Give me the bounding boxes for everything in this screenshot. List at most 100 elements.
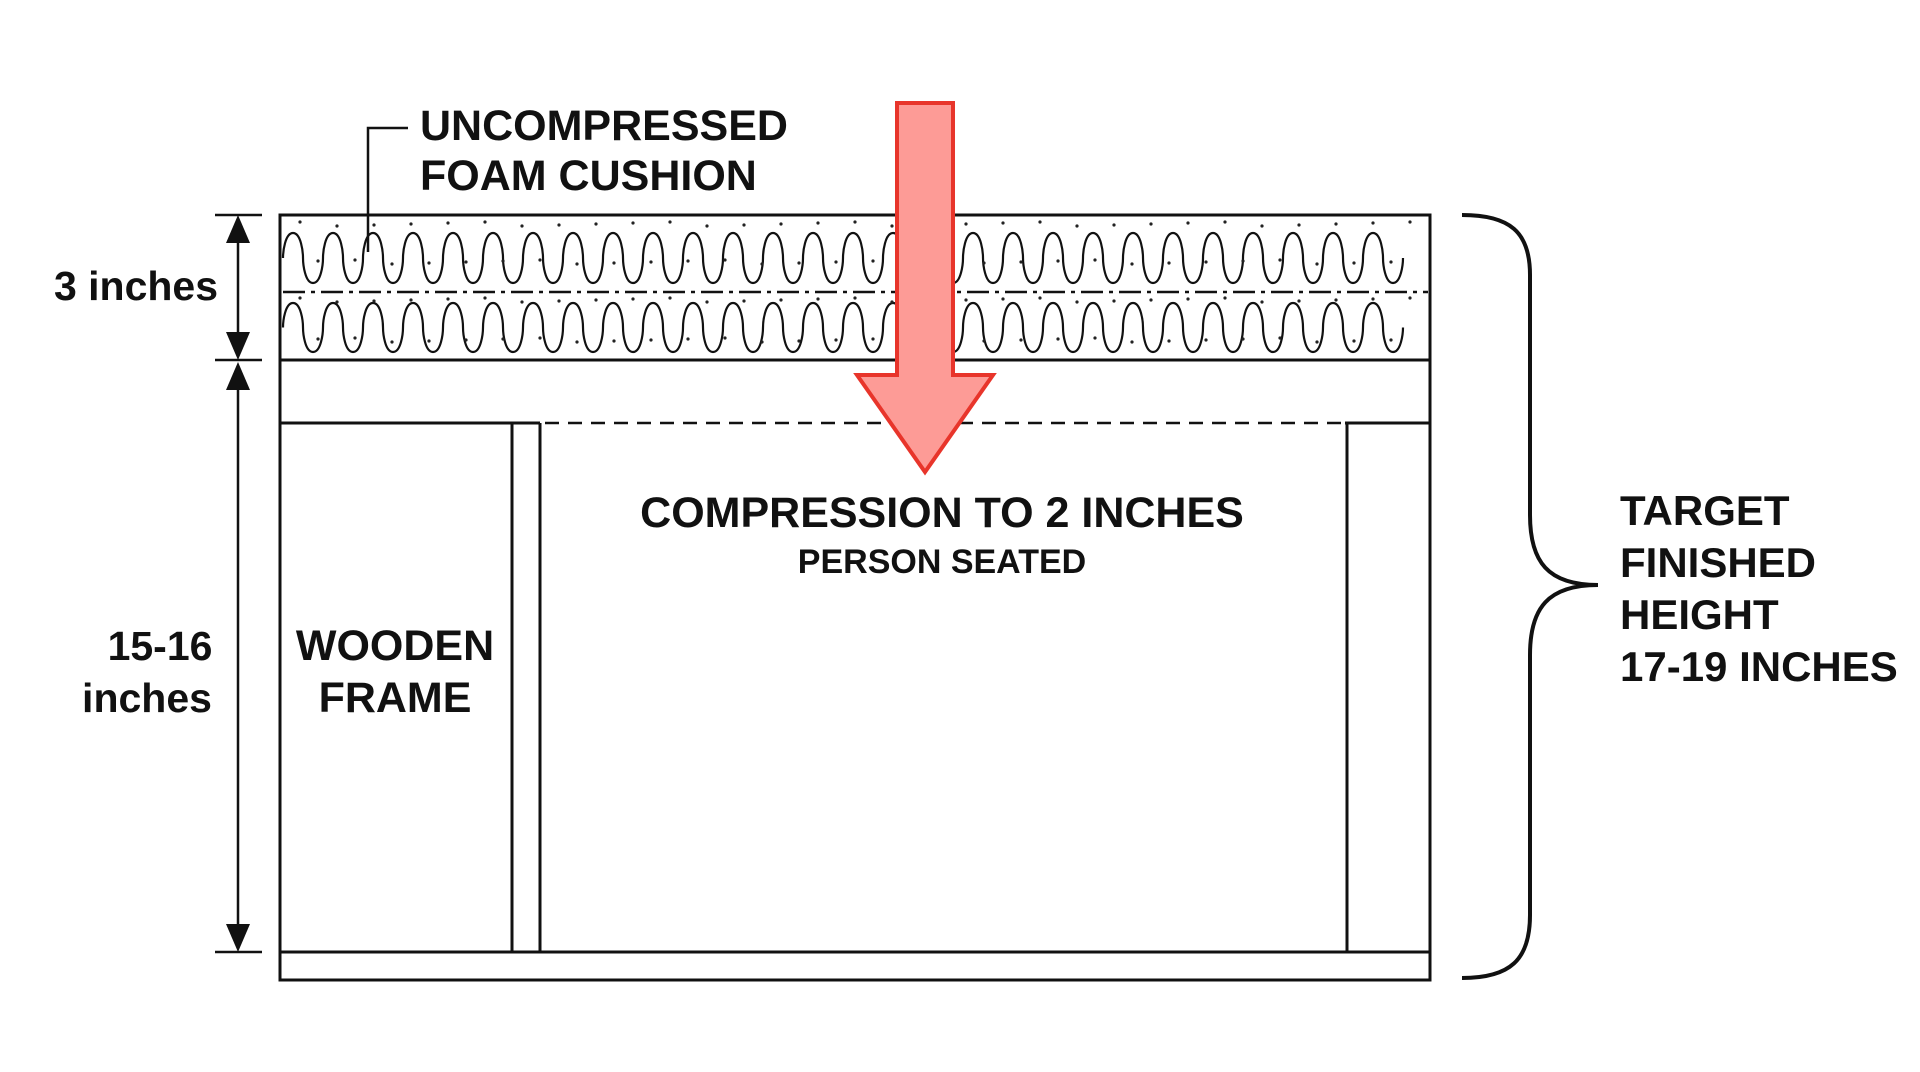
foam-dot <box>1352 339 1356 343</box>
foam-dot <box>890 224 894 228</box>
foam-dot <box>1260 224 1264 228</box>
foam-cushion <box>278 213 1432 362</box>
frame-dim-arrow-down-icon <box>226 924 250 952</box>
foam-dot <box>890 300 894 304</box>
foam-dot <box>538 336 542 340</box>
wooden-frame-label-line1: WOODEN <box>296 622 494 670</box>
foam-dot <box>1149 298 1153 302</box>
foam-dot <box>723 258 727 262</box>
foam-dot <box>409 298 413 302</box>
foam-dot <box>1297 299 1301 303</box>
foam-dot <box>353 336 357 340</box>
foam-dot <box>335 300 339 304</box>
foam-dot <box>964 298 968 302</box>
foam-dot <box>705 300 709 304</box>
foam-dot <box>446 221 450 225</box>
foam-dot <box>1019 338 1023 342</box>
foam-dot <box>816 221 820 225</box>
foam-dot <box>1038 296 1042 300</box>
foam-dot <box>1186 297 1190 301</box>
target-label-line3: HEIGHT <box>1620 591 1779 638</box>
foam-dot <box>446 297 450 301</box>
frame-height-dimension <box>215 362 262 954</box>
foam-dot <box>298 296 302 300</box>
foam-dot <box>1315 262 1319 266</box>
foam-dot <box>353 258 357 262</box>
total-height-brace <box>1461 213 1599 980</box>
foam-dot <box>1371 221 1375 225</box>
foam-dot <box>1389 338 1393 342</box>
target-label-line1: TARGET <box>1620 487 1790 534</box>
foam-dot <box>1093 336 1097 340</box>
foam-dot <box>1001 221 1005 225</box>
foam-dot <box>501 259 505 263</box>
foam-dot <box>1038 220 1042 224</box>
foam-dot <box>1204 260 1208 264</box>
foam-dot <box>1001 297 1005 301</box>
foam-dot <box>853 220 857 224</box>
foam-dot <box>1315 340 1319 344</box>
foam-dot <box>1334 298 1338 302</box>
foam-dot <box>1241 259 1245 263</box>
foam-dot <box>1075 224 1079 228</box>
foam-dot <box>1186 221 1190 225</box>
foam-dot <box>1241 337 1245 341</box>
compression-title: COMPRESSION TO 2 INCHES <box>640 489 1244 537</box>
foam-dot <box>1223 296 1227 300</box>
foam-dot <box>1408 220 1412 224</box>
foam-dot <box>335 224 339 228</box>
compression-subtitle: PERSON SEATED <box>798 543 1086 581</box>
foam-dot <box>871 259 875 263</box>
foam-dot <box>1112 223 1116 227</box>
foam-dot <box>1019 260 1023 264</box>
frame-height-label-line1: 15-16 <box>108 623 213 669</box>
foam-dot <box>1075 300 1079 304</box>
foam-dot <box>1130 262 1134 266</box>
wooden-frame <box>278 358 1432 982</box>
foam-label-leader-line <box>366 126 408 252</box>
foam-dot <box>612 261 616 265</box>
foam-dot <box>594 298 598 302</box>
foam-dot <box>390 340 394 344</box>
foam-dot <box>316 337 320 341</box>
foam-cushion-outline <box>278 213 1432 362</box>
foam-dot <box>594 222 598 226</box>
foam-dot <box>557 223 561 227</box>
foam-dot <box>1149 222 1153 226</box>
target-label-line4: 17-19 INCHES <box>1620 643 1898 690</box>
foam-dot <box>1223 220 1227 224</box>
wooden-frame-label-line2: FRAME <box>319 674 472 722</box>
foam-dot <box>871 337 875 341</box>
foam-label-line2: FOAM CUSHION <box>420 152 757 200</box>
foam-dot <box>612 339 616 343</box>
foam-dot <box>982 339 986 343</box>
frame-outline <box>278 358 1432 982</box>
foam-dot <box>464 260 468 264</box>
foam-dot <box>557 299 561 303</box>
foam-dot <box>723 336 727 340</box>
foam-label-line1: UNCOMPRESSED <box>420 102 788 150</box>
target-label-line2: FINISHED <box>1620 539 1816 586</box>
foam-dot <box>834 260 838 264</box>
foam-dot <box>372 223 376 227</box>
foam-dot <box>649 260 653 264</box>
foam-dot <box>686 337 690 341</box>
foam-dot <box>797 339 801 343</box>
foam-dot <box>1297 223 1301 227</box>
foam-dot <box>1334 222 1338 226</box>
foam-dot <box>760 262 764 266</box>
foam-dot <box>649 338 653 342</box>
foam-dot <box>779 298 783 302</box>
frame-dim-arrow-up-icon <box>226 362 250 390</box>
foam-dot <box>1204 338 1208 342</box>
foam-dot <box>705 224 709 228</box>
foam-dot <box>427 261 431 265</box>
foam-dot <box>779 222 783 226</box>
compression-arrow-icon <box>853 101 997 476</box>
foam-dot <box>964 222 968 226</box>
foam-dot <box>520 300 524 304</box>
foam-dot <box>742 223 746 227</box>
foam-dot <box>1260 300 1264 304</box>
foam-dot <box>760 340 764 344</box>
